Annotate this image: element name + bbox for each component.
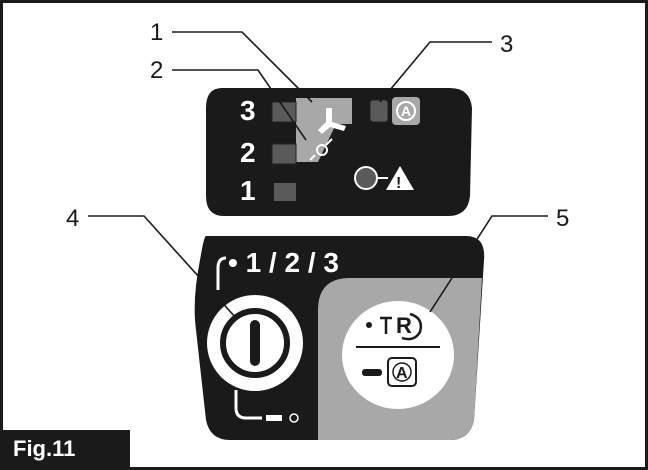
auto-badge-letter: A — [401, 103, 411, 119]
callout-lines — [88, 31, 548, 319]
level-2-led — [271, 143, 297, 165]
auto-cycle-icon — [396, 101, 416, 121]
mode-selector-label: • 1 / 2 / 3 — [228, 247, 339, 278]
level-2-number: 2 — [240, 137, 256, 168]
reset-letter: R — [396, 313, 412, 338]
auto-button-letter: A — [396, 365, 408, 382]
figure-label: Fig.11 — [3, 430, 130, 467]
reset-auto-button[interactable] — [342, 301, 454, 409]
knob-arc-top — [216, 256, 227, 290]
knob-arc-bottom — [234, 390, 262, 420]
callout-2: 2 — [150, 57, 163, 84]
off-circle-icon — [289, 413, 299, 423]
press-hand-icon — [380, 316, 392, 334]
auto-led — [369, 99, 389, 123]
hold-dash — [362, 369, 382, 376]
callout-line-3 — [379, 41, 492, 103]
press-dot — [366, 322, 372, 328]
impeller-icon — [309, 138, 333, 161]
callout-line-1 — [172, 31, 313, 103]
warning-icon — [386, 166, 414, 190]
off-dash — [266, 415, 282, 421]
reset-arrow-icon — [401, 312, 423, 341]
rotary-knob[interactable] — [207, 295, 303, 391]
callout-line-5 — [429, 215, 548, 313]
fan-icon — [318, 108, 346, 134]
callout-line-2 — [172, 69, 307, 141]
knob-indicator — [250, 320, 260, 366]
callout-5: 5 — [556, 205, 569, 232]
warning-lamp — [354, 166, 378, 190]
auto-button-badge — [387, 357, 417, 387]
warning-mark: ! — [396, 175, 401, 192]
level-1-number: 1 — [240, 175, 256, 206]
level-1-led — [274, 183, 296, 201]
callout-line-4 — [88, 215, 237, 319]
level-3-number: 3 — [240, 95, 256, 126]
callout-4: 4 — [66, 205, 79, 232]
auto-button-cycle-icon — [392, 362, 412, 382]
callout-3: 3 — [500, 31, 513, 58]
callout-1: 1 — [150, 19, 163, 46]
